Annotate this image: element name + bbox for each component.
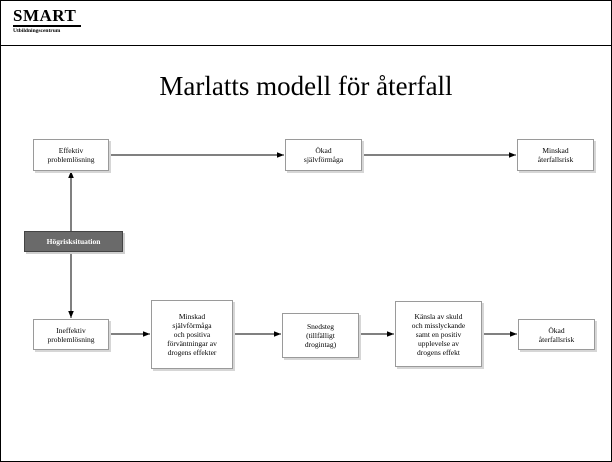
- header-bar: SMART Utbildningscentrum: [1, 1, 611, 46]
- logo-sub-text: Utbildningscentrum: [13, 28, 61, 34]
- box-slip: Snedsteg (tillfälligt drogintag): [282, 313, 359, 358]
- box-ineffective-problem-solving: Ineffektiv problemlösning: [33, 319, 109, 350]
- smart-logo: SMART Utbildningscentrum: [13, 7, 81, 35]
- box-increased-self-efficacy: Ökad självförmåga: [285, 139, 362, 171]
- logo-main-text: SMART: [13, 7, 81, 27]
- box-decreased-relapse-risk: Minskad återfallsrisk: [517, 139, 594, 171]
- box-high-risk-situation: Högrisksituation: [24, 231, 123, 252]
- box-increased-relapse-risk: Ökad återfallsrisk: [518, 319, 595, 350]
- box-effective-problem-solving: Effektiv problemlösning: [33, 139, 109, 171]
- slide-title: Marlatts modell för återfall: [159, 71, 453, 101]
- box-guilt-and-positive-experience: Känsla av skuld och misslyckande samt en…: [395, 301, 482, 367]
- box-decreased-efficacy-positive-expectations: Minskad självförmåga och positiva förvän…: [151, 300, 233, 369]
